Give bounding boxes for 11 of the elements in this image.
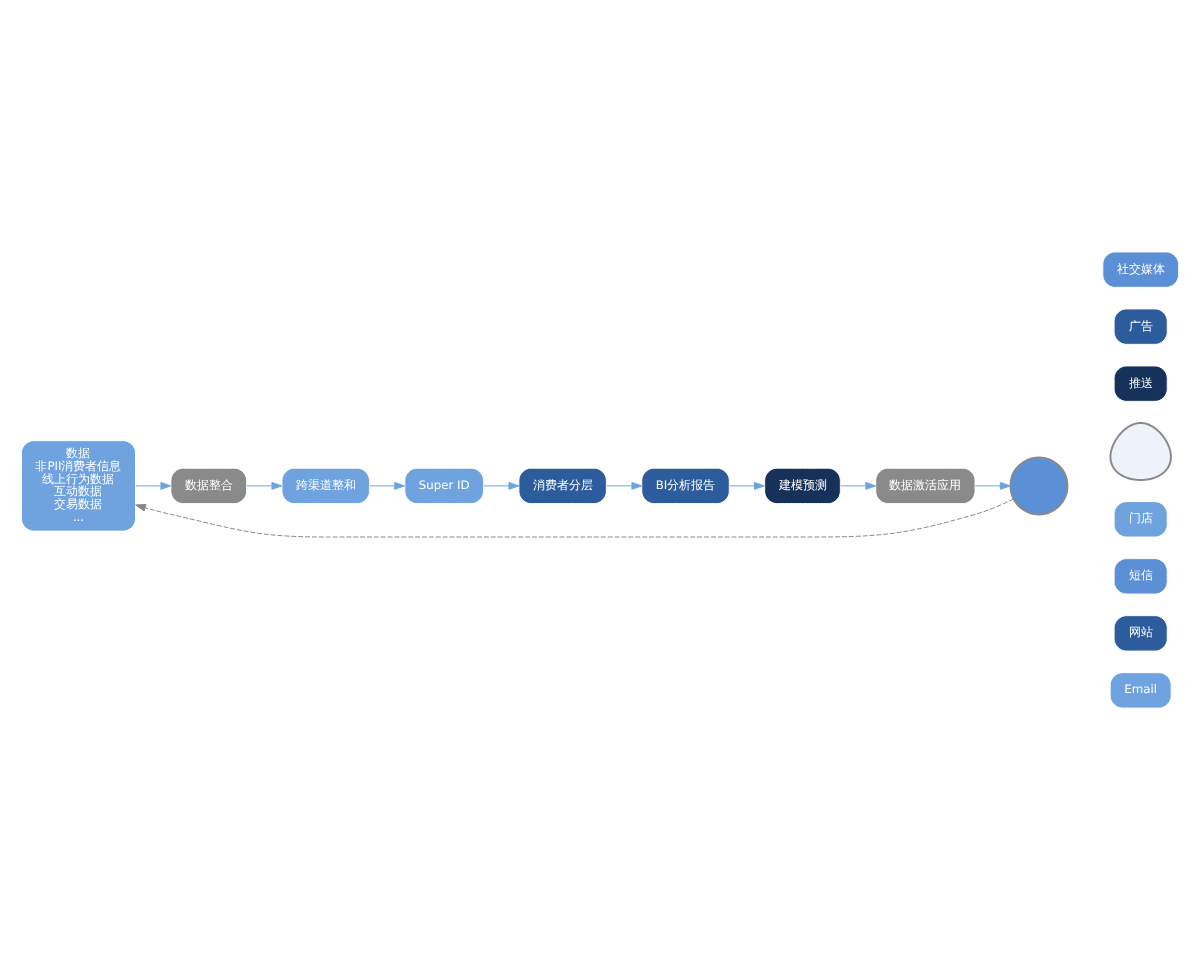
arrow — [839, 481, 877, 490]
arrow — [974, 481, 1011, 490]
arrow — [483, 481, 520, 490]
arrow — [606, 481, 643, 490]
arrow — [135, 481, 172, 490]
arrow — [728, 481, 765, 490]
arrow — [135, 498, 1014, 538]
arrow — [246, 481, 283, 490]
node-person — [1109, 422, 1172, 481]
node-circle — [1009, 456, 1069, 516]
arrow — [369, 481, 406, 490]
